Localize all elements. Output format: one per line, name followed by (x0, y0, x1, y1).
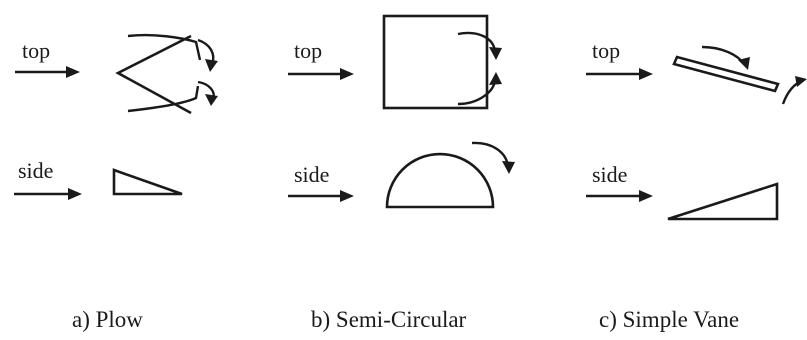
simple-vane-top-vortex-arrow-lower (781, 76, 807, 105)
semi-circular-side-vortex-arrow (471, 141, 515, 174)
plow-side-view-shape (112, 168, 183, 196)
semi-circular-top-flow-arrow (288, 68, 354, 80)
plow-caption: a) Plow (72, 307, 143, 332)
plow-top-flow-arrow (15, 66, 80, 78)
simple-vane-top-label: top (592, 38, 620, 63)
plow-top-vortex-arrow-upper (197, 38, 218, 72)
panel-simple-vane: top side c) Simple Vane (586, 38, 807, 332)
panel-semi-circular: top side b) Semi-Circular (288, 14, 515, 332)
simple-vane-side-view-shape (667, 182, 779, 221)
simple-vane-caption: c) Simple Vane (599, 307, 739, 332)
plow-side-flow-arrow (14, 188, 82, 200)
simple-vane-top-vortex-arrow-upper (701, 45, 750, 70)
semi-circular-side-label: side (294, 162, 329, 187)
semi-circular-side-flow-arrow (288, 190, 354, 202)
plow-side-label: side (18, 158, 53, 183)
plow-top-label: top (22, 38, 50, 63)
semi-circular-top-view-shape (382, 14, 489, 110)
semi-circular-side-view-shape (385, 152, 495, 209)
simple-vane-side-flow-arrow (586, 190, 653, 202)
semi-circular-top-label: top (294, 38, 322, 63)
simple-vane-side-label: side (592, 162, 627, 187)
semi-circular-top-vortex-arrow-upper (457, 31, 502, 60)
plow-top-vortex-arrow-lower (197, 80, 218, 106)
panel-plow: top side a) Plow (14, 33, 218, 332)
semi-circular-top-vortex-arrow-lower (457, 72, 502, 106)
semi-circular-caption: b) Semi-Circular (311, 307, 467, 332)
simple-vane-top-flow-arrow (586, 68, 653, 80)
plow-top-view-shape (115, 33, 202, 115)
simple-vane-top-view-shape (672, 55, 780, 93)
